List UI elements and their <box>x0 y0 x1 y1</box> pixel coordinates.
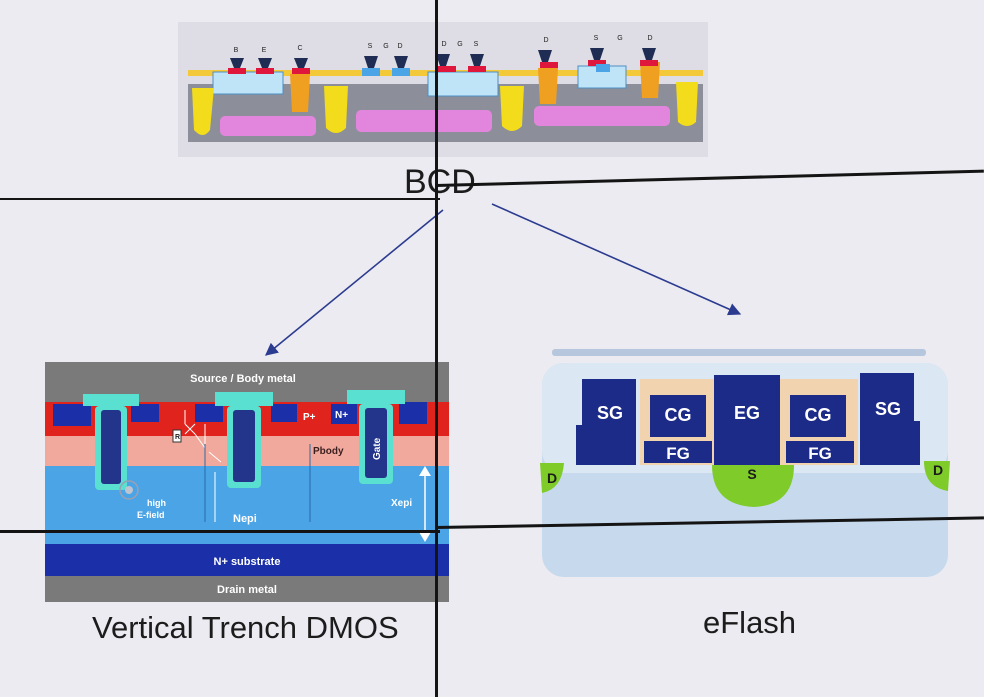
eflash-caption: eFlash <box>703 605 797 640</box>
eflash-gate-fg-right <box>786 441 854 463</box>
eflash-gate-fg-left <box>644 441 712 463</box>
eflash-implant-d-left <box>540 463 564 493</box>
bcd-term-dmos-3: D <box>647 35 652 42</box>
dmos-label-drain-metal: Drain metal <box>217 584 277 596</box>
bcd-isolation-2 <box>324 86 348 133</box>
bcd-term-e: E <box>262 47 267 54</box>
eflash-implant-s <box>712 465 794 507</box>
dmos-label-high: high <box>147 498 166 508</box>
dmos-trench-3 <box>347 390 405 484</box>
dmos-trench-2 <box>215 392 273 488</box>
bcd-term-c: C <box>297 45 302 52</box>
bcd-term-cmos-2: D <box>397 43 402 50</box>
dmos-cross-section: Source / Body metal P+ N+ Pbody Gate R h… <box>45 362 449 602</box>
bcd-term-cmos-4: G <box>457 41 462 48</box>
eflash-label-s: S <box>747 466 756 482</box>
seam-horizontal-top-right <box>436 169 984 187</box>
arrow-to-dmos <box>265 209 444 356</box>
dmos-label-p-plus: P+ <box>303 412 316 423</box>
bcd-well-2 <box>427 71 499 97</box>
bcd-term-dmos-2: G <box>617 35 622 42</box>
eflash-cross-section: SG CG FG EG CG FG SG D S D <box>540 345 950 580</box>
eflash-label-d-right: D <box>933 462 943 478</box>
dmos-label-r: R <box>175 434 180 441</box>
bcd-term-dmos-0: D <box>543 37 548 44</box>
dmos-label-n-plus: N+ <box>335 410 348 421</box>
seam-horizontal-top-left <box>0 198 440 200</box>
bcd-orange-2 <box>538 68 558 104</box>
dmos-drain-metal <box>45 576 449 602</box>
dmos-label-pbody: Pbody <box>313 446 344 457</box>
seam-vertical <box>435 0 438 697</box>
eflash-gate-eg <box>714 375 780 465</box>
bcd-buried-2 <box>356 110 492 132</box>
bcd-term-dmos-1: S <box>594 35 599 42</box>
bcd-term-cmos-0: S <box>368 43 373 50</box>
eflash-label-eg: EG <box>734 403 760 423</box>
eflash-gate-cg-left <box>650 395 706 437</box>
dmos-label-nepi: Nepi <box>233 513 257 525</box>
bcd-isolation-4 <box>676 82 698 126</box>
bcd-buried-1 <box>220 116 316 136</box>
bcd-orange-1 <box>290 74 310 112</box>
bcd-term-cmos-3: D <box>441 41 446 48</box>
bcd-term-b: B <box>234 47 239 54</box>
bcd-isolation-3 <box>500 86 524 131</box>
dmos-label-efield: E-field <box>137 510 165 520</box>
eflash-label-fg-right: FG <box>808 444 832 463</box>
bcd-term-cmos-5: S <box>474 41 479 48</box>
bcd-buried-3 <box>534 106 670 126</box>
bcd-term-cmos-1: G <box>383 43 388 50</box>
dmos-caption: Vertical Trench DMOS <box>92 610 399 645</box>
seam-horizontal-bottom-left <box>0 530 440 533</box>
eflash-label-sg-right: SG <box>875 399 901 419</box>
arrow-to-eflash <box>491 203 742 316</box>
dmos-label-gate: Gate <box>372 437 383 460</box>
dmos-n-plus-block <box>331 404 357 424</box>
dmos-substrate <box>45 544 449 576</box>
bcd-well-1 <box>212 71 284 95</box>
eflash-top-line <box>552 349 926 356</box>
bcd-cross-section: B E C S G D D G S D S G D <box>178 22 708 157</box>
dmos-label-xepi: Xepi <box>391 498 412 509</box>
eflash-implant-d-right <box>924 461 950 491</box>
dmos-label-n-substrate: N+ substrate <box>214 556 281 568</box>
eflash-gate-cg-right <box>790 395 846 437</box>
eflash-label-d-left: D <box>547 470 557 486</box>
eflash-label-sg-left: SG <box>597 403 623 423</box>
eflash-label-cg-left: CG <box>665 405 692 425</box>
eflash-label-fg-left: FG <box>666 444 690 463</box>
dmos-efield-symbol <box>119 480 139 500</box>
bcd-orange-3 <box>640 62 660 98</box>
bcd-title: BCD <box>404 163 476 201</box>
bcd-isolation-1 <box>192 88 214 135</box>
eflash-label-cg-right: CG <box>805 405 832 425</box>
dmos-label-source-body-metal: Source / Body metal <box>190 373 296 385</box>
dmos-trench-1 <box>83 394 139 490</box>
